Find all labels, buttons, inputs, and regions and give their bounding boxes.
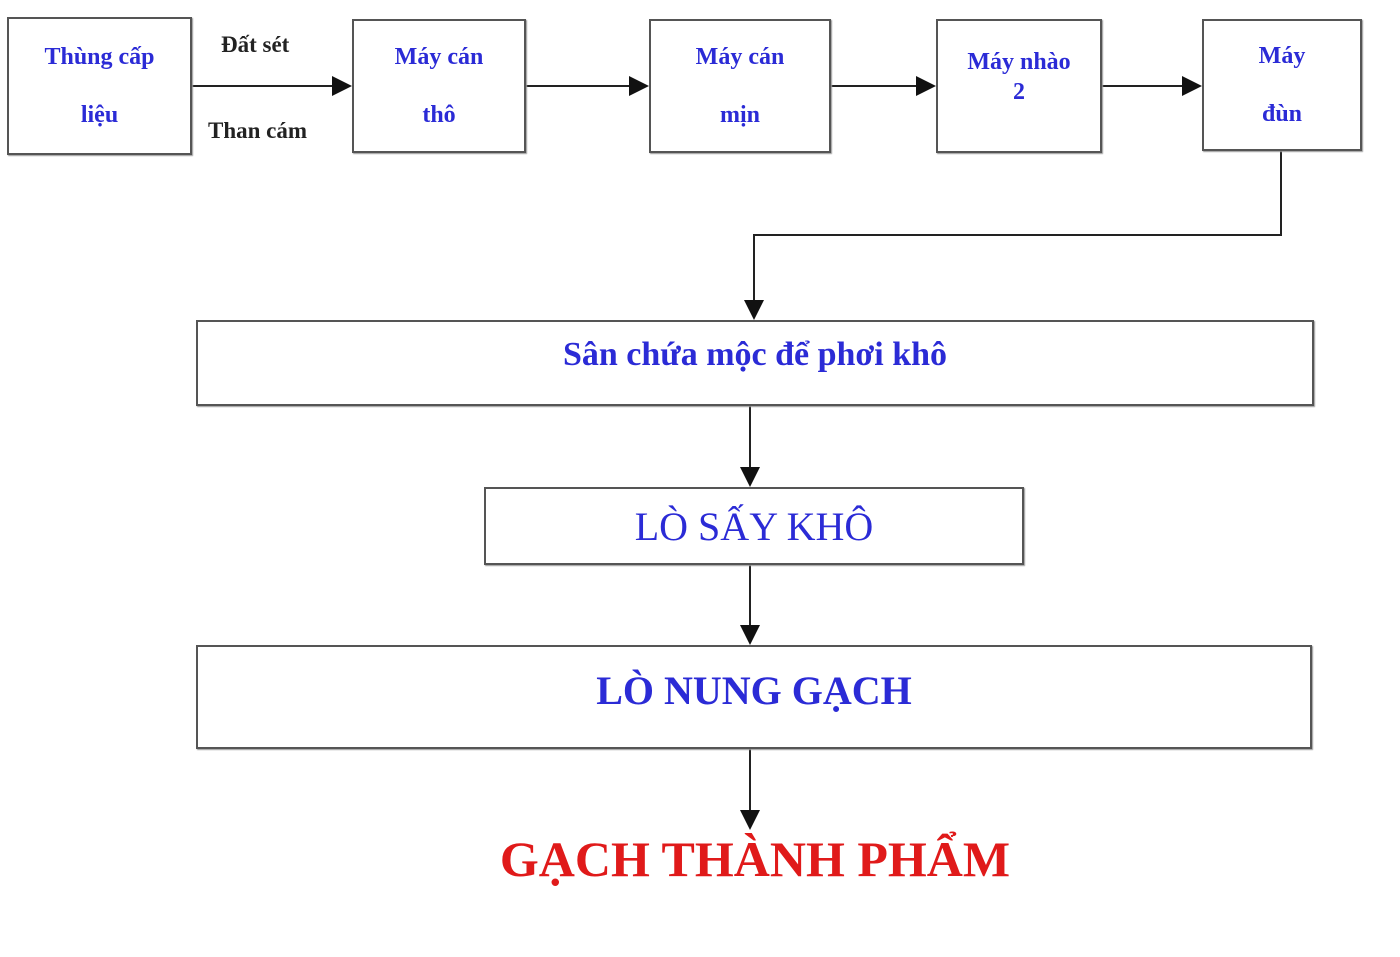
arrow-extruder-to-yard <box>744 151 1282 320</box>
finished-product-label: GẠCH THÀNH PHẨM <box>499 831 1011 887</box>
input-coal-label: Than cám <box>208 118 308 143</box>
box-label: Thùng cấp <box>44 44 155 70</box>
box-label: đùn <box>1261 101 1303 127</box>
dryer-box: LÒ SẤY KHÔ <box>484 487 1024 565</box>
box-label: Máy nhào <box>967 49 1071 75</box>
drying-yard-box: Sân chứa mộc để phơi khô <box>196 320 1314 406</box>
kiln-box: LÒ NUNG GẠCH <box>196 645 1312 749</box>
feed-hopper-box: Thùng cấp liệu <box>7 17 192 155</box>
box-label: Máy cán <box>695 44 785 70</box>
mixer-box: Máy nhào 2 <box>936 19 1102 153</box>
dryer-label: LÒ SẤY KHÔ <box>634 504 874 549</box>
drying-yard-label: Sân chứa mộc để phơi khô <box>562 336 948 373</box>
box-label: mịn <box>719 102 760 128</box>
input-clay-label: Đất sét <box>221 32 290 57</box>
rough-roller-box: Máy cán thô <box>352 19 526 153</box>
box-label: liệu <box>80 102 119 128</box>
box-label: thô <box>422 102 456 128</box>
box-label: Máy <box>1258 43 1306 69</box>
extruder-box: Máy đùn <box>1202 19 1362 151</box>
box-label: 2 <box>1013 79 1025 105</box>
fine-roller-box: Máy cán mịn <box>649 19 831 153</box>
kiln-label: LÒ NUNG GẠCH <box>596 668 912 713</box>
box-label: Máy cán <box>394 44 484 70</box>
